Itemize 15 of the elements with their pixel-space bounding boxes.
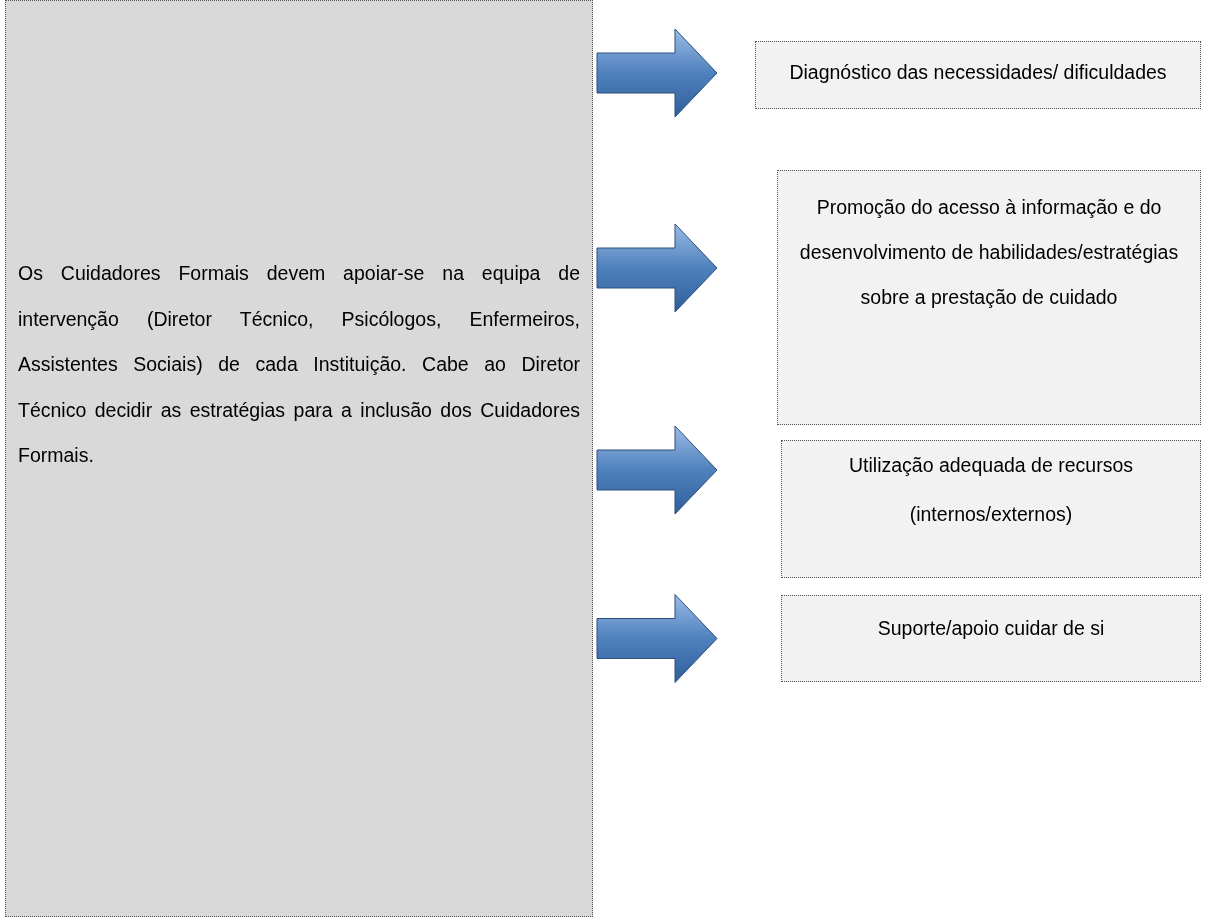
description-text: Os Cuidadores Formais devem apoiar-se na equipa de intervenção (Diretor Técnico, Psicólogos, Enfermeiros, Assistentes Sociais) de cada Instituição. Cabe ao Diretor Técnico decidir as estratégias para a inclusão dos Cuidadores Formais. bbox=[18, 261, 580, 468]
block-arrow bbox=[596, 594, 718, 683]
box-text: Promoção do acesso à informação e do desenvolvimento de habilidades/estratégias sobre a prestação de cuidado bbox=[798, 195, 1180, 310]
box-text: Diagnóstico das necessidades/ dificuldades bbox=[788, 60, 1168, 85]
box-text: Suporte/apoio cuidar de si bbox=[876, 616, 1106, 641]
process-box bbox=[777, 170, 1201, 425]
box-text: Utilização adequada de recursos bbox=[848, 453, 1134, 478]
text-panel bbox=[5, 0, 593, 917]
block-arrow bbox=[596, 223, 718, 313]
process-box bbox=[781, 440, 1201, 578]
process-box bbox=[781, 595, 1201, 682]
block-arrow bbox=[596, 425, 718, 515]
process-box bbox=[755, 41, 1201, 109]
box-text: (internos/externos) bbox=[908, 502, 1074, 527]
block-arrow bbox=[596, 28, 718, 118]
